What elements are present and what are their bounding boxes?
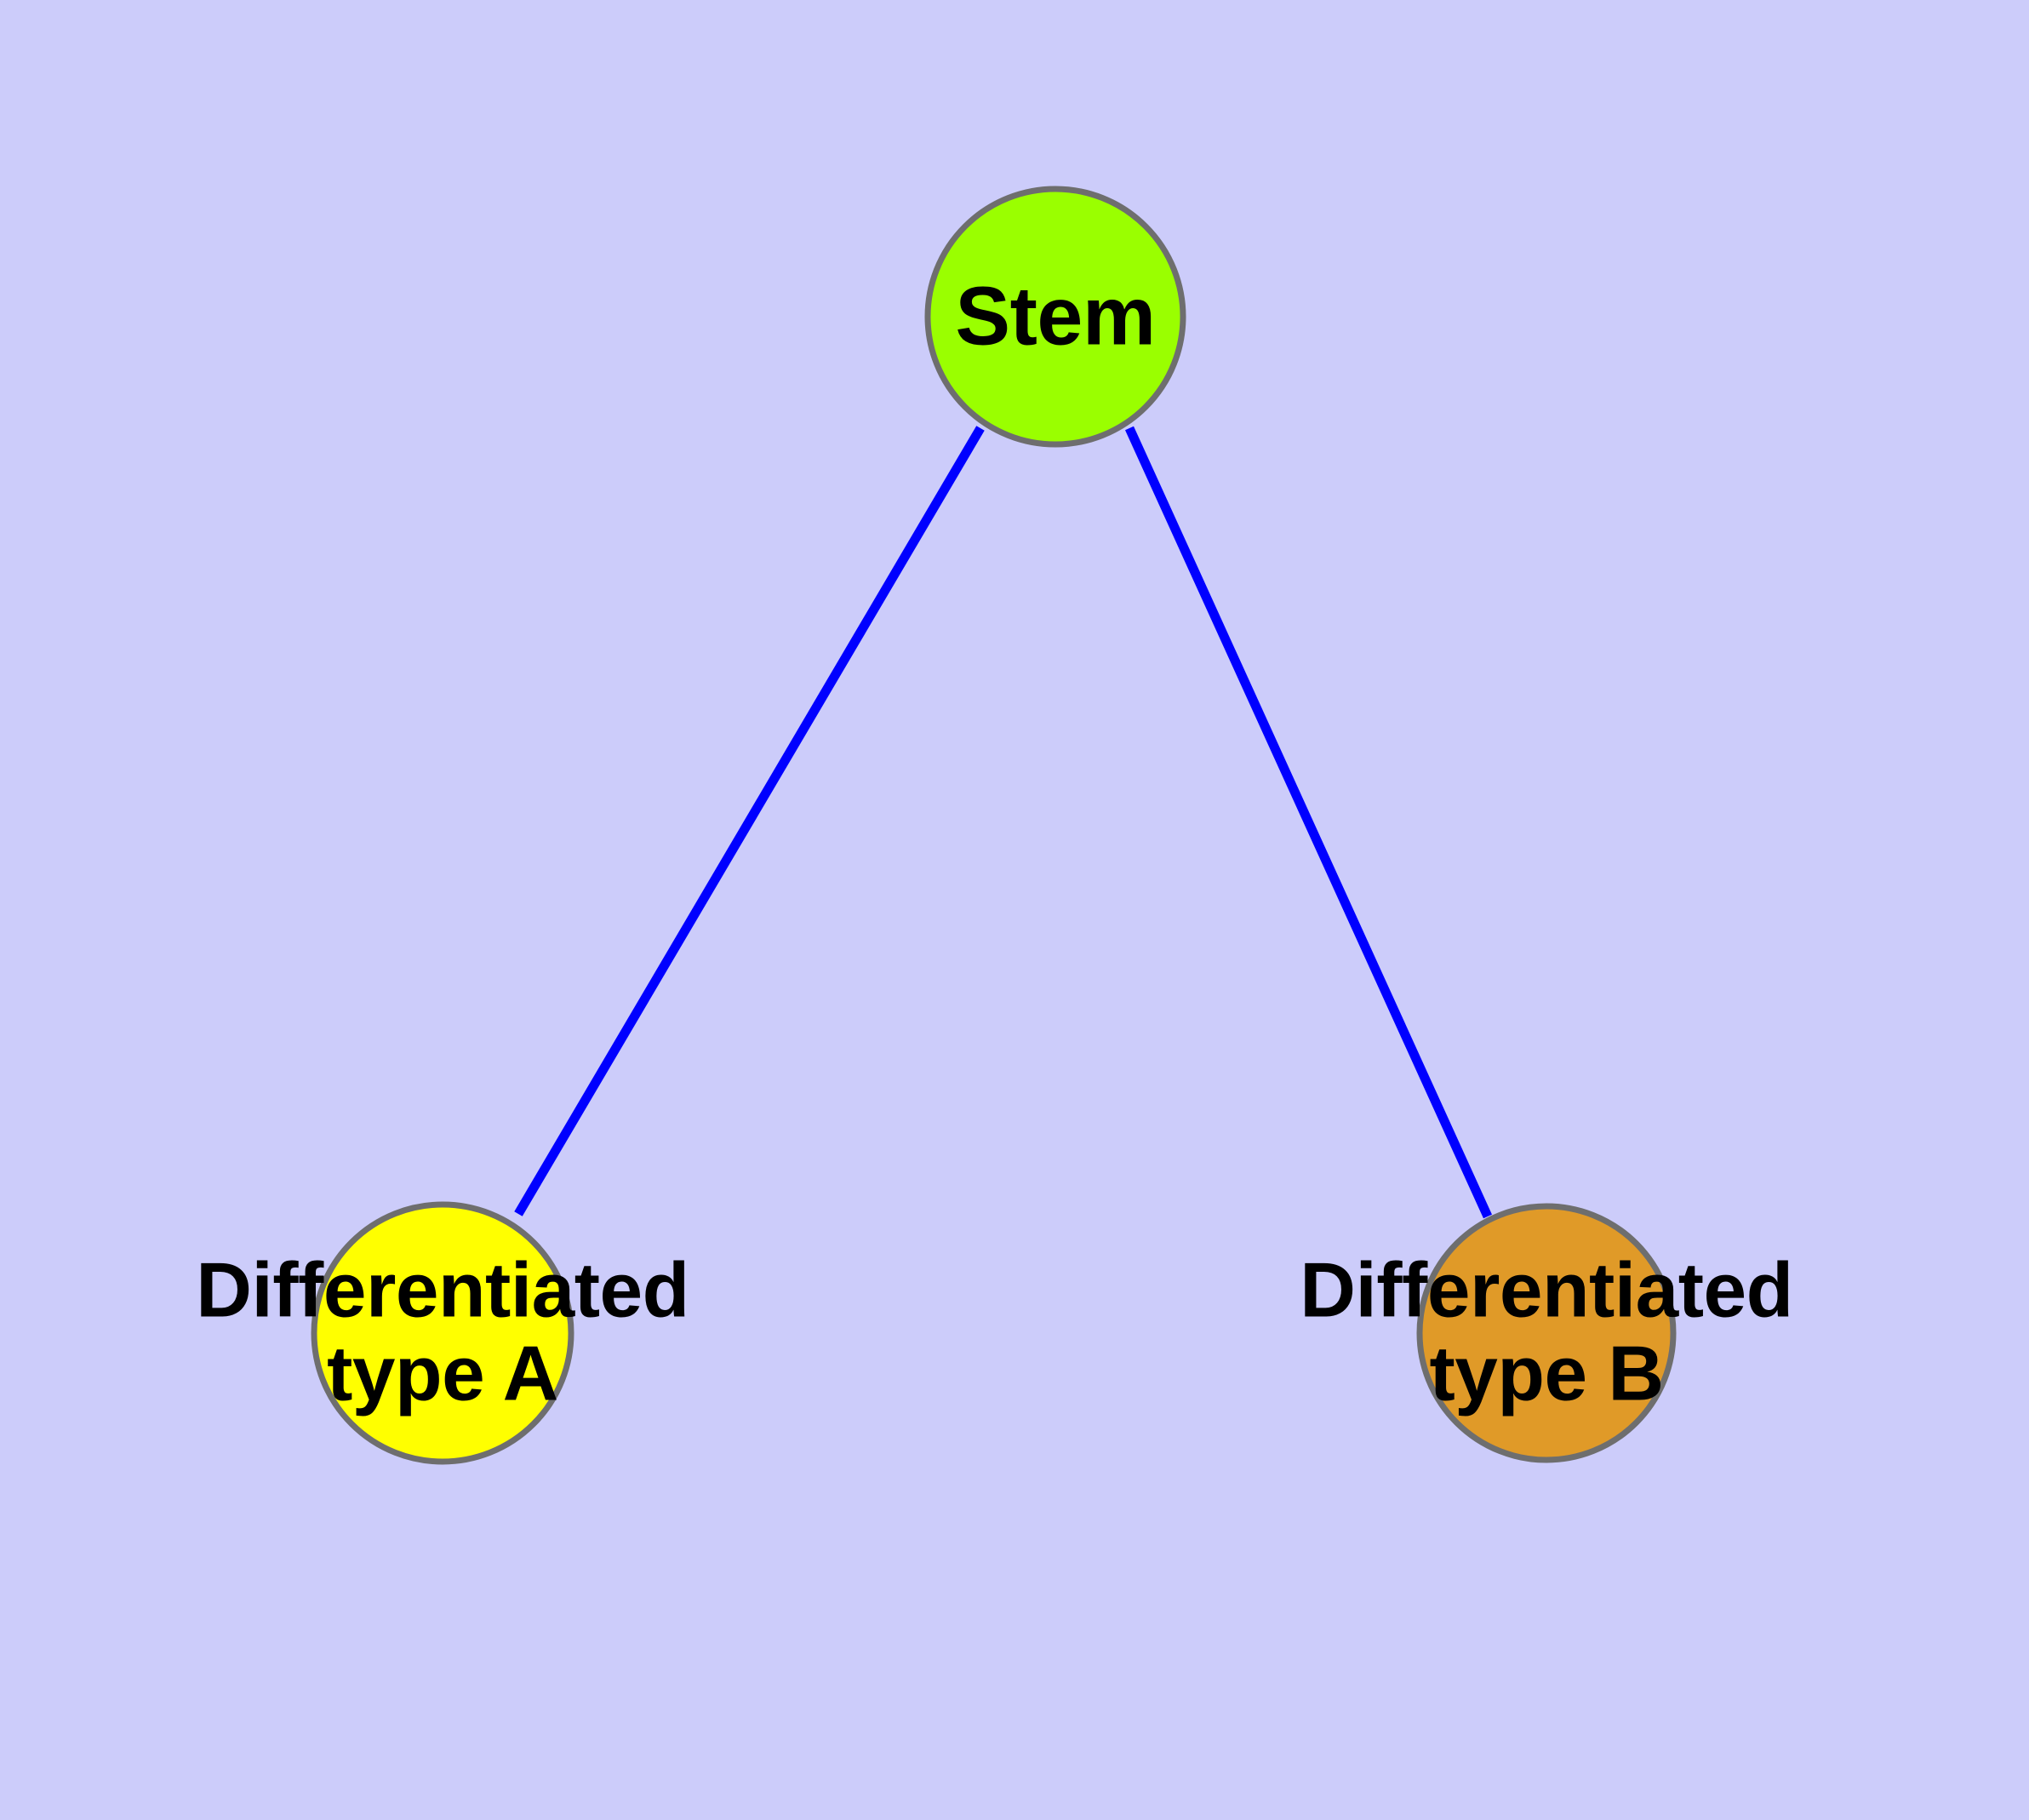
nodes-group — [311, 186, 1677, 1465]
node-circle-stem[interactable] — [924, 186, 1186, 448]
node-circle-diff_b[interactable] — [1416, 1203, 1677, 1463]
edge-stem-to-a[interactable] — [514, 426, 985, 1216]
edge-stem-to-b[interactable] — [1124, 426, 1493, 1219]
node-circle-diff_a[interactable] — [311, 1201, 574, 1465]
edges-group — [514, 426, 1493, 1219]
